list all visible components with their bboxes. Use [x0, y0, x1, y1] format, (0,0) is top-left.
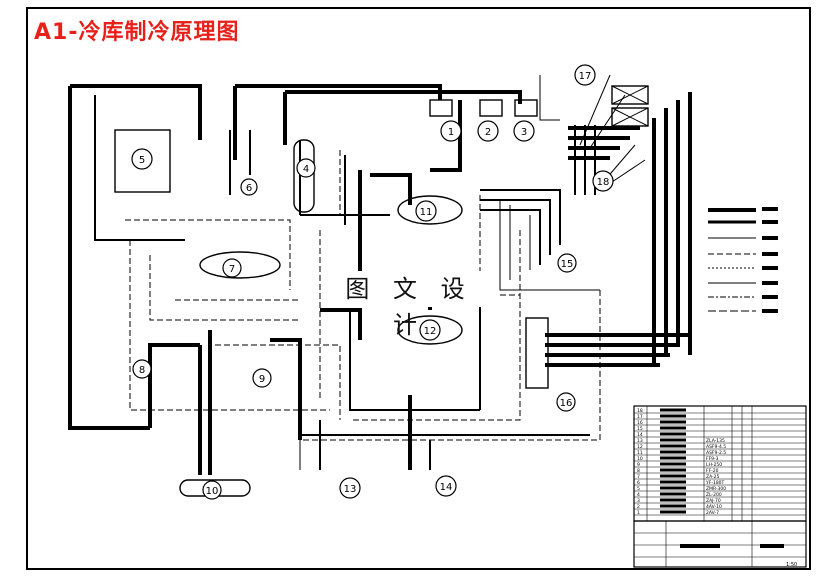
- parts-row-number: 13: [637, 438, 643, 444]
- parts-row-name: [660, 510, 686, 514]
- equipment-tag-12: 12: [424, 326, 437, 337]
- branch-pipes: [94, 95, 596, 470]
- parts-row-model: FF9-3: [706, 456, 719, 462]
- parts-row-name: [660, 408, 686, 412]
- parts-row-number: 15: [637, 426, 643, 432]
- evaporator-lower: [397, 315, 463, 345]
- thin-pipes: [299, 74, 646, 470]
- parts-row-name: [660, 414, 686, 418]
- equipment-tag-3: 3: [521, 127, 527, 138]
- scale-label: 1:50: [786, 562, 797, 568]
- equipment-tag-6: 6: [246, 183, 252, 194]
- manifold-16: [525, 317, 549, 389]
- condenser-b: [611, 107, 649, 127]
- parts-row-name: [660, 468, 686, 472]
- parts-row-model: ZMR-300: [706, 486, 726, 492]
- equipment-tag-15: 15: [561, 259, 574, 270]
- parts-row-model: LH-250: [706, 462, 722, 468]
- compressor-1-body: [429, 99, 453, 117]
- equipment-tag-7: 7: [229, 264, 235, 275]
- parts-row-name: [660, 474, 686, 478]
- parts-row-name: [660, 444, 686, 448]
- parts-row-number: 14: [637, 432, 643, 438]
- drawing-title: A1-冷库制冷原理图: [34, 20, 240, 45]
- drawing-frame: [26, 7, 811, 570]
- parts-row-number: 18: [637, 408, 643, 414]
- parts-row-model: ZA-25: [706, 474, 720, 480]
- parts-row-name: [660, 432, 686, 436]
- parts-row-number: 5: [637, 486, 640, 492]
- parts-row-name: [660, 456, 686, 460]
- equipment-tag-2: 2: [485, 127, 491, 138]
- parts-row-number: 10: [637, 456, 643, 462]
- parts-row-number: 11: [637, 450, 643, 456]
- parts-row-name: [660, 480, 686, 484]
- equipment-tag-14: 14: [440, 482, 453, 493]
- compressor-3-body: [514, 99, 538, 117]
- legend-codes: [762, 207, 778, 313]
- parts-row-name: [660, 498, 686, 502]
- parts-row-number: 9: [637, 462, 640, 468]
- equipment-tag-9: 9: [259, 374, 265, 385]
- equipment-tag-5: 5: [139, 155, 145, 166]
- parts-row-number: 2: [637, 504, 640, 510]
- cold-room-box: [114, 129, 171, 193]
- condenser-cross: [611, 85, 649, 127]
- equipment-tag-4: 4: [303, 164, 309, 175]
- parts-row-model: ZLA-135: [706, 438, 725, 444]
- equipment-tag-17: 17: [579, 71, 592, 82]
- parts-row-number: 7: [637, 474, 640, 480]
- receiver-tank: [199, 251, 281, 279]
- equipment-tag-10: 10: [206, 486, 219, 497]
- oil-separator: [293, 139, 315, 213]
- parts-row-number: 6: [637, 480, 640, 486]
- parts-row-name: [660, 504, 686, 508]
- parts-row-model: 4AV-10: [706, 504, 722, 510]
- parts-row-number: 16: [637, 420, 643, 426]
- equipment-tag-8: 8: [139, 365, 145, 376]
- parts-row-name: [660, 462, 686, 466]
- equipment-tag-13: 13: [344, 484, 357, 495]
- parts-row-name: [660, 450, 686, 454]
- parts-row-name: [660, 420, 686, 424]
- parts-row-name: [660, 492, 686, 496]
- equipment-tag-labels: 1 2 3 4 5 6 7 8 9 10 11 12 13 14 15 16 1…: [139, 71, 610, 497]
- parts-row-model: 2AV-7: [706, 510, 719, 516]
- equipment-tags: [131, 64, 614, 500]
- parts-row-number: 3: [637, 498, 640, 504]
- parts-row-number: 1: [637, 510, 640, 516]
- parts-row-model: ASF9-4.5: [706, 444, 726, 450]
- parts-row-model: YF-180T: [705, 480, 725, 486]
- parts-row-name: [660, 426, 686, 430]
- equipment-tag-18: 18: [597, 177, 610, 188]
- condenser-a: [611, 85, 649, 105]
- parts-row-number: 12: [637, 444, 643, 450]
- parts-row-model: ZAJ-70: [706, 498, 721, 504]
- equipment-shapes: [114, 85, 649, 497]
- parts-row-model: FF-20: [706, 468, 719, 474]
- evaporator-upper: [397, 195, 463, 225]
- parts-row-model: ZL-200: [706, 492, 722, 498]
- parts-row-name: [660, 486, 686, 490]
- parts-row-number: 8: [637, 468, 640, 474]
- parts-row-model: ASF9-2.5: [706, 450, 726, 456]
- dashed-pipes: [125, 150, 601, 441]
- equipment-tag-16: 16: [560, 398, 573, 409]
- parts-row-number: 4: [637, 492, 640, 498]
- compressor-2-body: [479, 99, 503, 117]
- title-block: 1:50: [633, 520, 807, 568]
- equipment-tag-1: 1: [448, 127, 454, 138]
- equipment-tag-11: 11: [420, 207, 433, 218]
- watermark: 图 文 设 计: [330, 271, 488, 339]
- line-legend: [708, 208, 756, 312]
- parts-row-number: 17: [637, 414, 643, 420]
- parts-row-name: [660, 438, 686, 442]
